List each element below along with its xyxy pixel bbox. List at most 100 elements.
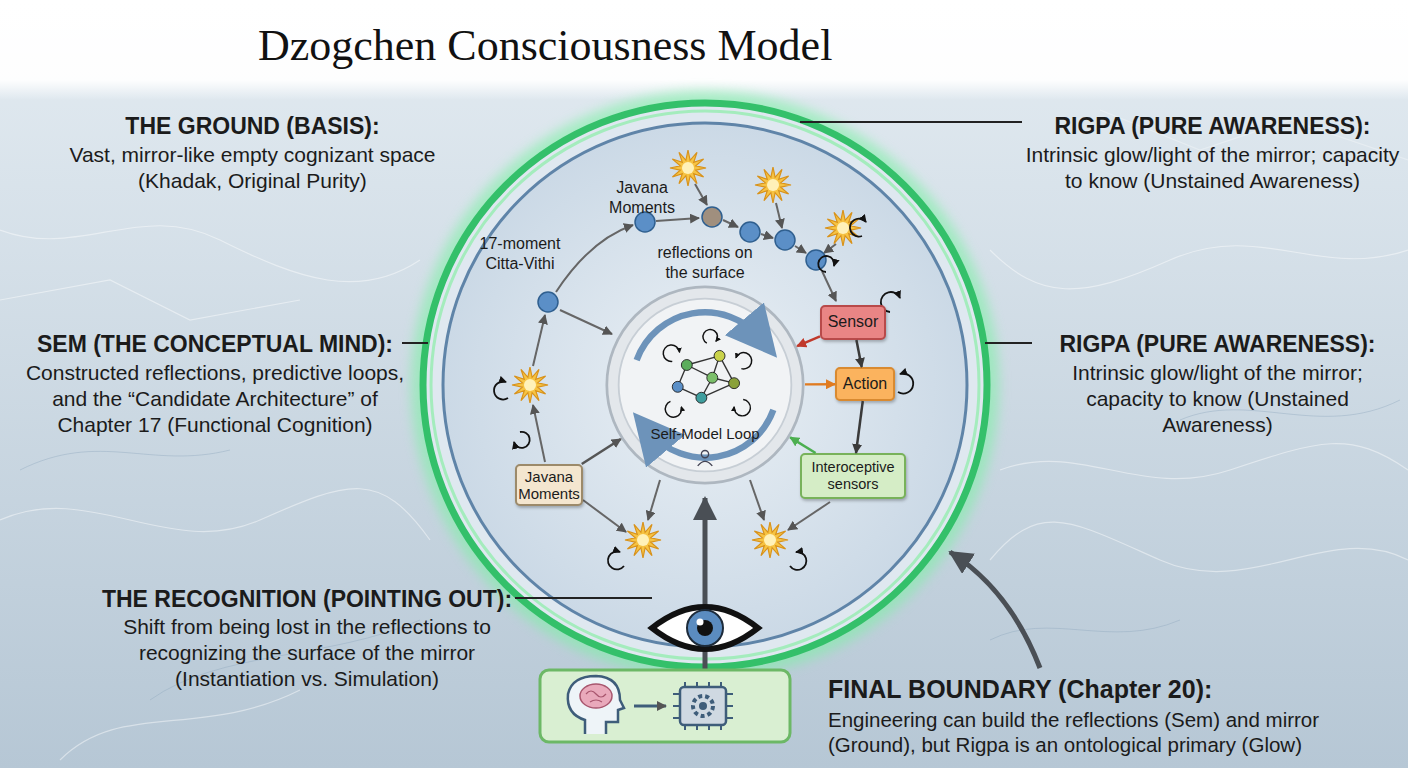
loop-arrow-part (494, 381, 508, 399)
flow-arrow-part (822, 271, 836, 301)
inner-label: Javana Moments (602, 178, 682, 218)
self-model-graphic (701, 450, 708, 457)
self-model-graphic (707, 372, 718, 383)
starburst (512, 367, 548, 403)
flow-arrow-part (824, 244, 836, 253)
callout-heading: THE RECOGNITION (POINTING OUT): (92, 585, 522, 614)
eye-symbol-part (652, 607, 758, 649)
loop-arrow-part (790, 552, 806, 570)
moment-dot-part (538, 292, 558, 312)
neural-pattern-part (990, 246, 1408, 289)
node-text: Sensor (828, 313, 879, 331)
neural-pattern-part (60, 690, 300, 760)
callout-heading: THE GROUND (BASIS): (30, 112, 475, 141)
starburst (625, 522, 661, 558)
self-model-graphic (681, 360, 692, 371)
callout-heading: RIGPA (PURE AWARENESS): (1025, 112, 1400, 141)
flow-arrow-part (761, 234, 773, 238)
engineering-box-part (580, 684, 612, 708)
engineering-box-part (634, 705, 666, 708)
moment-dot-part (702, 207, 722, 227)
loop-arrow-part (818, 256, 834, 272)
flow-arrow-part (556, 225, 633, 292)
flow-arrow (797, 336, 820, 346)
neural-pattern-part (0, 489, 430, 540)
flow-arrow-part (795, 246, 806, 253)
starburst (670, 150, 706, 186)
leader-line-part (985, 342, 1032, 344)
interoceptive-box: Interoceptive sensors (800, 453, 906, 499)
rigpa-ring (423, 103, 987, 667)
self-model-graphic (665, 401, 681, 417)
callout-body: Constructed reflections, predictive loop… (25, 360, 405, 438)
engineering-box-part (540, 670, 790, 742)
node-text: Javana Moments (518, 468, 580, 503)
loop-arrow-part (850, 219, 866, 237)
self-model-graphic (703, 330, 718, 344)
eye-symbol-part (697, 619, 704, 626)
callout-body: Intrinsic glow/light of the mirror; capa… (1025, 142, 1400, 194)
node-text: Interoceptive sensors (804, 459, 902, 492)
engineering-box-part (673, 682, 733, 730)
self-model-graphic (714, 350, 725, 361)
neural-pattern-part (20, 450, 230, 470)
rigpa-inner-ring (431, 111, 979, 659)
self-model-graphic (698, 461, 713, 466)
neural-pattern-part (0, 280, 300, 320)
leader-line-part (800, 121, 1022, 123)
moment-dot-part (775, 230, 795, 250)
self-model-graphic (663, 345, 679, 361)
boundary-arrow (950, 552, 1040, 668)
self-model-graphic (736, 353, 752, 369)
self-model-graphic (663, 330, 751, 418)
starburst (825, 210, 861, 246)
leader-line (402, 122, 1032, 598)
flow-arrow-part (750, 480, 764, 520)
neural-pattern-part (0, 226, 420, 282)
node-text: Action (843, 375, 887, 393)
callout-heading: RIGPA (PURE AWARENESS): (1035, 330, 1400, 359)
neural-pattern-part (990, 522, 1408, 571)
moment-dot-part (806, 250, 826, 270)
self-model-circle: Self-Model Loop (605, 285, 805, 485)
self-model-graphic (734, 400, 750, 416)
header-band (0, 0, 1408, 100)
engineering-box-part (568, 676, 624, 734)
self-model-graphic (672, 381, 683, 392)
mirror-surface (443, 123, 967, 647)
loop-arrow-part (514, 432, 530, 448)
javana-box: Javana Moments (515, 464, 583, 506)
flow-arrow (790, 437, 815, 453)
engineering-box-part (680, 687, 726, 725)
leader-line-part (402, 342, 428, 344)
callout-body: Vast, mirror-like empty cognizant space … (30, 142, 475, 194)
moment-dot-part (740, 222, 760, 242)
callout-heading: SEM (THE CONCEPTUAL MIND): (25, 330, 405, 359)
flow-arrow-part (788, 502, 830, 530)
leader-line-part (515, 597, 652, 599)
flow-arrow-part (560, 310, 612, 334)
flow-arrow-part (656, 218, 699, 221)
eye-symbol (652, 607, 758, 649)
callout-body: Shift from being lost in the reflections… (92, 614, 522, 692)
flow-arrow (582, 439, 621, 464)
self-model-graphic (696, 392, 707, 403)
callout-body: Intrinsic glow/light of the mirror; capa… (1035, 360, 1400, 438)
flow-arrow (856, 340, 861, 367)
self-model-graphic (607, 287, 803, 483)
starburst (752, 522, 788, 558)
neural-pattern (0, 110, 1408, 760)
loop-arrow-part (608, 551, 624, 569)
inner-label: 17-moment Citta-Vithi (470, 234, 570, 274)
flow-arrow-part (695, 184, 707, 205)
callout-heading: FINAL BOUNDARY (Chapter 20): (828, 674, 1406, 705)
self-model-graphic (605, 285, 805, 485)
flow-arrow-part (723, 220, 738, 227)
engineering-box-part (699, 702, 707, 710)
engineering-box-part (586, 691, 606, 702)
flow-arrow-part (533, 405, 545, 462)
callout-body: Engineering can build the reflections (S… (828, 707, 1406, 758)
self-model-graphic (729, 378, 740, 389)
